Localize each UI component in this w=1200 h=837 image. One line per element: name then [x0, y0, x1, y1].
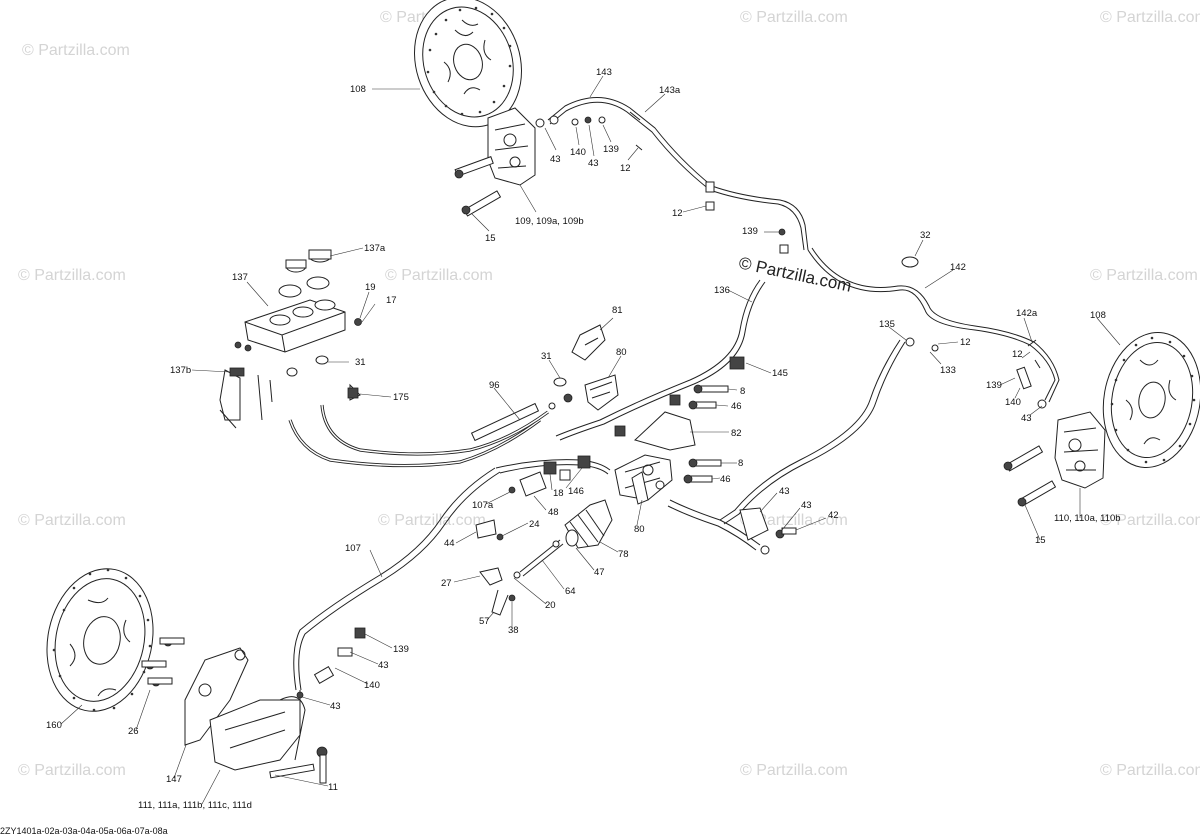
callout-19: 19: [365, 282, 376, 293]
callout-145: 145: [772, 368, 788, 379]
callout-139: 139: [603, 144, 619, 155]
callout-12: 12: [620, 163, 631, 174]
callout-46: 46: [720, 474, 731, 485]
callout-20: 20: [545, 600, 556, 611]
watermark: © Partzilla.com: [740, 762, 848, 779]
callout-80: 80: [616, 347, 627, 358]
callout-43: 43: [588, 158, 599, 169]
watermark: © Partzilla.com: [385, 267, 493, 284]
callout-8: 8: [740, 386, 745, 397]
callout-139: 139: [986, 380, 1002, 391]
callout-107a: 107a: [472, 500, 494, 511]
callout-31: 31: [355, 357, 366, 368]
callout-147: 147: [166, 774, 182, 785]
drawing-code: 2ZY1401a-02a-03a-04a-05a-06a-07a-08a: [0, 826, 168, 836]
callout-82: 82: [731, 428, 742, 439]
callout-labels: 108 143 143a 43 140 43 139 12 12 109, 10…: [46, 67, 1121, 811]
callout-108: 108: [350, 84, 366, 95]
caliper-front-left: [454, 107, 715, 217]
callout-139: 139: [393, 644, 409, 655]
callout-12: 12: [672, 208, 683, 219]
callout-137b: 137b: [170, 365, 191, 376]
callout-137a: 137a: [364, 243, 386, 254]
callout-80: 80: [634, 524, 645, 535]
callout-175: 175: [393, 392, 409, 403]
watermark: © Partzilla.com: [1100, 762, 1200, 779]
callout-43: 43: [779, 486, 790, 497]
watermark: © Partzilla.com: [1100, 9, 1200, 26]
callout-42: 42: [828, 510, 839, 521]
watermark: © Partzilla.com: [18, 762, 126, 779]
callout-108: 108: [1090, 310, 1106, 321]
callout-81: 81: [612, 305, 623, 316]
callout-139: 139: [742, 226, 758, 237]
callout-15: 15: [1035, 535, 1046, 546]
watermark: © Partzilla.com: [18, 512, 126, 529]
callout-43: 43: [1021, 413, 1032, 424]
watermark: © Partzilla.com: [378, 512, 486, 529]
callout-142: 142: [950, 262, 966, 273]
watermark: © Partzilla.com: [740, 9, 848, 26]
callout-64: 64: [565, 586, 576, 597]
watermark: © Partzilla.com: [18, 267, 126, 284]
callout-143: 143: [596, 67, 612, 78]
callout-15: 15: [485, 233, 496, 244]
callout-43: 43: [330, 701, 341, 712]
callout-160: 160: [46, 720, 62, 731]
callout-48: 48: [548, 507, 559, 518]
callout-109: 109, 109a, 109b: [515, 216, 584, 227]
callout-27: 27: [441, 578, 452, 589]
watermark: © Partzilla.com: [1100, 512, 1200, 529]
callout-46: 46: [731, 401, 742, 412]
callout-96: 96: [489, 380, 500, 391]
watermark: © Partzilla.com: [740, 512, 848, 529]
callout-140: 140: [364, 680, 380, 691]
callout-110: 110, 110a, 110b: [1054, 513, 1121, 524]
brake-reservoir: [219, 249, 362, 429]
callout-135: 135: [879, 319, 895, 330]
callout-31: 31: [541, 351, 552, 362]
callout-12: 12: [1012, 349, 1023, 360]
caliper-front-right: [1003, 366, 1106, 507]
callout-12: 12: [960, 337, 971, 348]
caliper-rear: [141, 627, 366, 784]
callout-17: 17: [386, 295, 397, 306]
callout-136: 136: [714, 285, 730, 296]
callout-38: 38: [508, 625, 519, 636]
callout-26: 26: [128, 726, 139, 737]
callout-57: 57: [479, 616, 490, 627]
callout-18: 18: [553, 488, 564, 499]
callout-47: 47: [594, 567, 605, 578]
callout-140: 140: [1005, 397, 1021, 408]
callout-44: 44: [444, 538, 455, 549]
callout-43: 43: [801, 500, 812, 511]
brake-disc-rear: [46, 568, 154, 712]
callout-8: 8: [738, 458, 743, 469]
callout-11: 11: [328, 782, 338, 793]
callout-43: 43: [378, 660, 389, 671]
center-watermark: © Partzilla.com: [737, 253, 853, 295]
leader-lines: [60, 75, 1121, 805]
callout-78: 78: [618, 549, 629, 560]
callout-32: 32: [920, 230, 931, 241]
callout-107: 107: [345, 543, 361, 554]
watermark: © Partzilla.com: [22, 42, 130, 59]
callout-111: 111, 111a, 111b, 111c, 111d: [138, 800, 252, 811]
callout-133: 133: [940, 365, 956, 376]
master-cylinder: [347, 228, 1041, 616]
callout-143a: 143a: [659, 85, 681, 96]
callout-24: 24: [529, 519, 540, 530]
callout-140: 140: [570, 147, 586, 158]
brake-disc-front-right: [1102, 332, 1200, 468]
callout-146: 146: [568, 486, 584, 497]
callout-142a: 142a: [1016, 308, 1038, 319]
callout-43: 43: [550, 154, 561, 165]
callout-137: 137: [232, 272, 248, 283]
watermark: © Partzilla.com: [1090, 267, 1198, 284]
